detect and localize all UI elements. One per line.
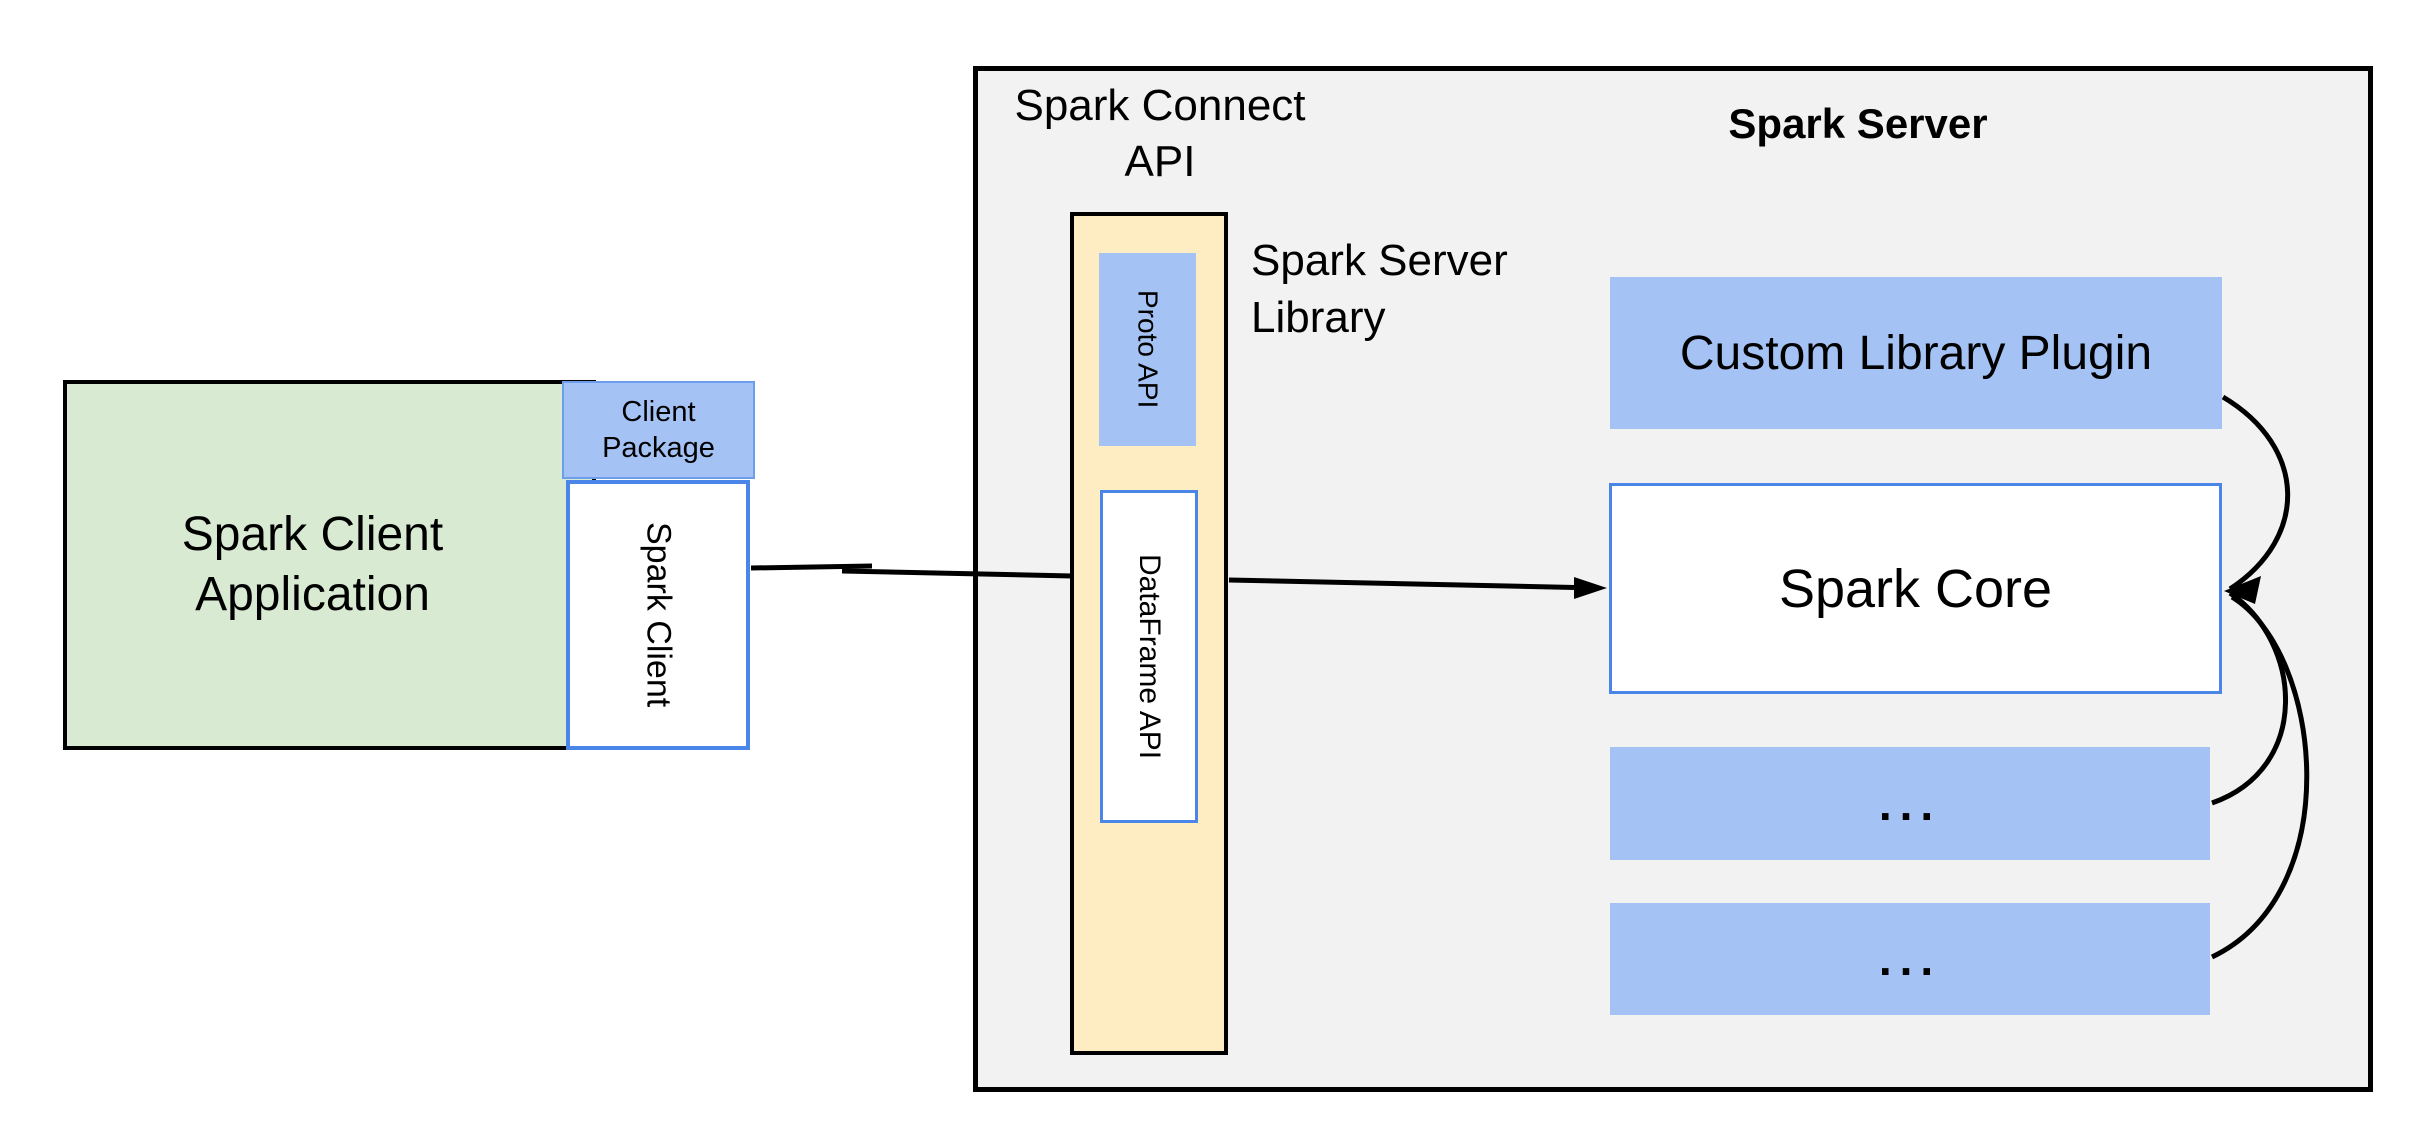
- plugin-slot-2-label: ...: [1878, 933, 1942, 985]
- client-package-box: Client Package: [562, 381, 755, 479]
- spark-core-box: Spark Core: [1609, 483, 2222, 694]
- spark-connect-api-label: Spark Connect API: [1014, 81, 1306, 186]
- plugin-slot-box-1: ...: [1610, 747, 2210, 860]
- arrowhead-into-core-right: [2224, 576, 2261, 604]
- plugin-slot-1-label: ...: [1878, 777, 1942, 830]
- plugin-to-core-curve: [2221, 394, 2291, 592]
- client-package-label: Client Package: [602, 396, 715, 464]
- dataframe-api-box: DataFrame API: [1100, 490, 1198, 823]
- spark-server-title: Spark Server: [1728, 100, 1988, 147]
- arrowhead-into-core-left: [1574, 577, 1607, 599]
- client-to-core-arrow-segment-2: [841, 568, 1073, 579]
- slot2-to-core-curve: [2210, 594, 2310, 960]
- plugin-slot-box-2: ...: [1610, 903, 2210, 1015]
- spark-client-application-box: [63, 380, 596, 750]
- dataframe-api-label: DataFrame API: [1133, 553, 1166, 760]
- proto-api-label: Proto API: [1132, 290, 1164, 409]
- client-to-core-arrow-segment-3: [1228, 577, 1598, 591]
- spark-core-label: Spark Core: [1778, 558, 2053, 619]
- spark-server-library-label: Spark Server Library: [1251, 236, 1508, 342]
- slot1-to-core-curve: [2211, 590, 2288, 806]
- custom-library-plugin-box: Custom Library Plugin: [1610, 277, 2222, 429]
- spark-client-box: Spark Client: [566, 480, 750, 750]
- proto-api-box: Proto API: [1099, 253, 1196, 446]
- client-to-core-arrow-segment-1: [750, 563, 873, 571]
- custom-library-plugin-label: Custom Library Plugin: [1679, 326, 2153, 380]
- spark-client-label: Spark Client: [639, 522, 678, 708]
- spark-client-application-label: Spark Client Application: [181, 508, 444, 621]
